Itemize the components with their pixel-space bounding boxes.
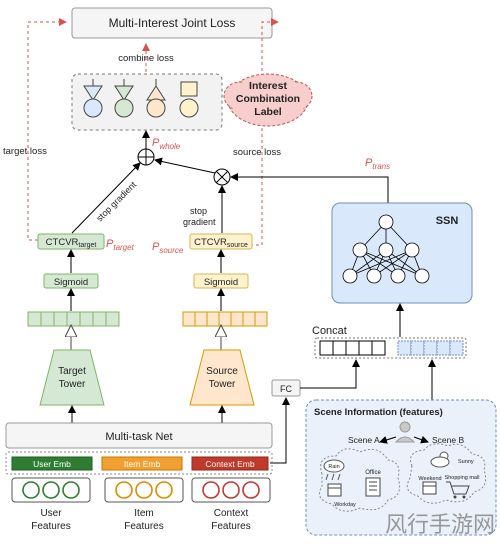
context-features-line2: Features	[211, 521, 250, 532]
weekend-label: Weekend	[418, 476, 441, 482]
context-emb-bar	[191, 456, 269, 471]
target-loss-label: target loss	[3, 146, 47, 157]
multi-task-net-box	[5, 422, 273, 449]
source-tower-line2: Tower	[209, 379, 236, 390]
target-loss-path	[27, 18, 67, 241]
user-emb-label: User Emb	[33, 459, 71, 469]
p-whole-label: Pwhole	[152, 137, 181, 151]
p-source-label: Psource	[152, 241, 184, 255]
target-tower-line1: Target	[58, 366, 86, 377]
fc-label: FC	[280, 384, 292, 394]
source-loss-path	[250, 18, 279, 246]
ssn-network-icon	[342, 214, 430, 284]
user-features-line1: User	[40, 508, 62, 519]
person-icon	[394, 421, 416, 443]
p-target-label: Ptarget	[106, 238, 135, 252]
stop-gradient-left-label: stop gradient	[94, 179, 138, 223]
product-to-sum-arrow	[154, 157, 216, 174]
concat-fc-vector	[319, 340, 386, 356]
context-to-fc-arrow	[270, 397, 290, 464]
shape-group-3	[146, 79, 166, 118]
target-output-vector	[27, 311, 120, 327]
concat-scene-vector	[397, 340, 464, 356]
combine-loss-label: combine loss	[118, 53, 174, 64]
item-features-line2: Features	[124, 521, 163, 532]
multi-task-net-label: Multi-task Net	[105, 431, 172, 443]
shopping-mall-label: Shopping mall	[445, 475, 480, 481]
target-tower	[39, 349, 105, 406]
workday-calendar-icon	[327, 483, 342, 497]
office-icon	[365, 477, 381, 497]
shape-group-4	[179, 81, 199, 118]
shape-group-1	[83, 79, 103, 118]
office-label: Office	[365, 470, 381, 476]
scene-b-cloud	[406, 443, 487, 504]
sunny-icon	[430, 451, 450, 468]
joint-loss-title: Multi-Interest Joint Loss	[109, 16, 236, 30]
embedding-container	[5, 451, 273, 475]
shopping-cart-icon	[446, 481, 470, 499]
interest-label-line3: Label	[254, 106, 282, 118]
workday-label: Workday	[334, 502, 356, 508]
ctcvr-target-to-sum-arrow	[71, 162, 141, 234]
source-loss-label: source loss	[233, 147, 281, 158]
user-features-icon	[11, 477, 91, 503]
interest-label-line1: Interest	[249, 80, 287, 92]
context-features-icon	[191, 477, 271, 503]
ctcvr-target-label: CTCVRtarget	[46, 237, 97, 249]
stop-gradient-right-line1: stop	[190, 206, 207, 216]
item-emb-bar	[101, 456, 183, 471]
stop-gradient-right-line2: gradient	[183, 217, 216, 227]
scene-info-box	[305, 399, 497, 536]
person-to-scene-b-arrow	[413, 435, 429, 444]
rain-label: Rain	[328, 464, 339, 470]
interest-combination-cloud	[223, 73, 313, 127]
person-to-scene-a-arrow	[379, 436, 397, 444]
scene-a-cloud	[319, 448, 401, 512]
sigmoid-target-label: Sigmoid	[54, 277, 88, 288]
interest-label-line2: Combination	[236, 93, 300, 105]
scene-b-label: Scene B	[432, 435, 464, 445]
scene-a-label: Scene A	[348, 435, 380, 445]
concat-label: Concat	[312, 325, 347, 337]
source-tower	[189, 349, 255, 406]
sigmoid-source-label: Sigmoid	[204, 277, 238, 288]
rain-icon	[323, 459, 345, 481]
ctcvr-source-label: CTCVRsource	[194, 237, 248, 249]
watermark: 风行手游网	[385, 513, 495, 538]
scene-info-title: Scene Information (features)	[314, 407, 443, 418]
product-operator-icon	[213, 168, 231, 186]
p-trans-label: Ptrans	[365, 157, 390, 171]
ssn-to-product-arrow	[230, 173, 389, 203]
target-tower-line2: Tower	[59, 379, 86, 390]
sunny-label: Sunny	[458, 459, 474, 465]
user-emb-bar	[11, 456, 93, 471]
sum-operator-icon	[137, 148, 155, 166]
shape-group-2	[114, 79, 134, 118]
weekend-calendar-icon	[422, 481, 437, 495]
source-output-vector	[182, 311, 268, 327]
user-features-line2: Features	[31, 521, 70, 532]
item-features-icon	[104, 477, 184, 503]
context-features-line1: Context	[214, 508, 249, 519]
source-tower-line1: Source	[206, 366, 238, 377]
item-features-line1: Item	[134, 508, 153, 519]
item-emb-label: Item Emb	[124, 459, 161, 469]
concat-container	[314, 337, 467, 359]
context-emb-label: Context Emb	[205, 459, 254, 469]
fc-to-concat-arrow	[300, 359, 360, 389]
ssn-label: SSN	[436, 215, 459, 227]
